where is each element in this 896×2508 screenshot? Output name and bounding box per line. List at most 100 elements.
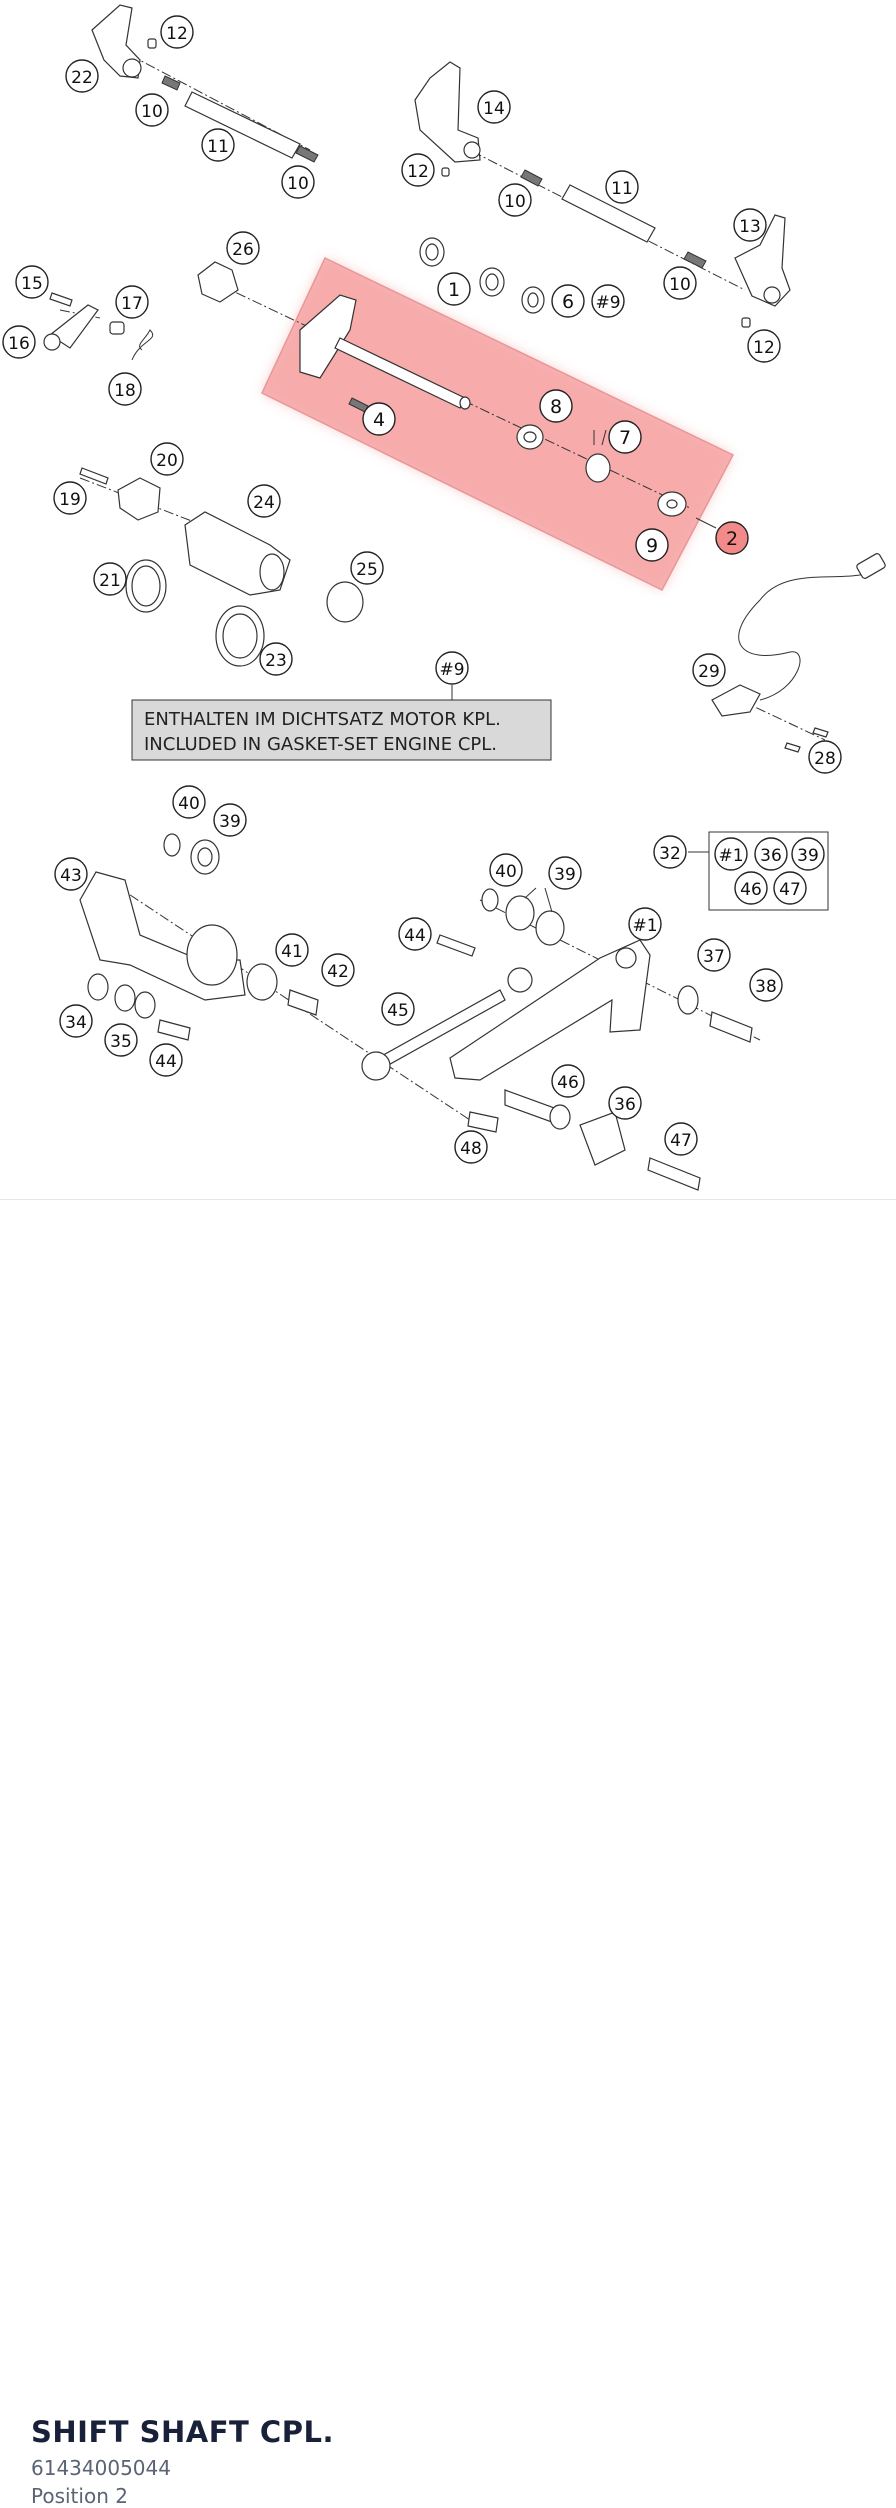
callout-46a[interactable]: 46 xyxy=(734,871,768,905)
callout-circle xyxy=(362,402,396,436)
callout-circle xyxy=(747,329,781,363)
callout-h9a[interactable]: #9 xyxy=(591,284,625,318)
spring-7 xyxy=(585,429,611,483)
callout-circle xyxy=(437,272,471,306)
callout-45[interactable]: 45 xyxy=(381,992,415,1026)
callout-label: 39 xyxy=(554,865,576,885)
callout-41[interactable]: 41 xyxy=(275,933,309,967)
callout-10a[interactable]: 10 xyxy=(135,93,169,127)
callout-label: 42 xyxy=(327,962,349,982)
callout-23[interactable]: 23 xyxy=(259,642,293,676)
highlighted-assembly-shift-shaft[interactable] xyxy=(261,256,735,591)
callout-label: 43 xyxy=(60,866,82,886)
callout-label: 41 xyxy=(281,942,303,962)
callout-34[interactable]: 34 xyxy=(59,1004,93,1038)
callout-17[interactable]: 17 xyxy=(115,285,149,319)
callout-24[interactable]: 24 xyxy=(247,484,281,518)
shift-drum-24 xyxy=(184,511,291,596)
shift-lever-16 xyxy=(43,304,99,351)
callout-25[interactable]: 25 xyxy=(350,551,384,585)
callout-label: 9 xyxy=(646,535,658,557)
callout-22[interactable]: 22 xyxy=(65,59,99,93)
callout-10c[interactable]: 10 xyxy=(498,183,532,217)
bushing-17 xyxy=(109,321,125,335)
callout-circle xyxy=(213,803,247,837)
callout-10b[interactable]: 10 xyxy=(281,165,315,199)
callout-32[interactable]: 32 xyxy=(653,835,687,869)
callout-36a[interactable]: 36 xyxy=(754,837,788,871)
spring-10b xyxy=(295,145,319,163)
callout-circle xyxy=(773,871,807,905)
callout-12c[interactable]: 12 xyxy=(747,329,781,363)
callout-40a[interactable]: 40 xyxy=(172,785,206,819)
callout-36b[interactable]: 36 xyxy=(608,1086,642,1120)
callout-18[interactable]: 18 xyxy=(108,372,142,406)
callout-39b[interactable]: 39 xyxy=(548,856,582,890)
screw-47 xyxy=(647,1157,701,1191)
callout-42[interactable]: 42 xyxy=(321,953,355,987)
callout-h9b[interactable]: #9 xyxy=(435,651,469,685)
callout-14[interactable]: 14 xyxy=(477,90,511,124)
part-number: 61434005044 xyxy=(31,2456,171,2480)
callout-10d[interactable]: 10 xyxy=(663,266,697,300)
callout-circle xyxy=(608,1086,642,1120)
callout-7[interactable]: 7 xyxy=(608,420,642,454)
callout-circle xyxy=(115,285,149,319)
callout-39a[interactable]: 39 xyxy=(213,803,247,837)
callout-29[interactable]: 29 xyxy=(692,653,726,687)
callout-47a[interactable]: 47 xyxy=(773,871,807,905)
bearing-39b xyxy=(505,887,565,946)
callout-46b[interactable]: 46 xyxy=(551,1064,585,1098)
fork-rail-11b xyxy=(561,184,656,243)
callout-circle xyxy=(551,284,585,318)
callout-19[interactable]: 19 xyxy=(53,481,87,515)
callout-circle xyxy=(749,968,783,1002)
callout-circle xyxy=(259,642,293,676)
callout-layer: 1222101110141210111310122616#91516171848… xyxy=(2,15,842,1164)
callout-h1b[interactable]: #1 xyxy=(628,907,662,941)
callout-label: 25 xyxy=(356,560,378,580)
callout-8[interactable]: 8 xyxy=(539,389,573,423)
callout-39c[interactable]: 39 xyxy=(791,837,825,871)
callout-circle xyxy=(628,907,662,941)
callout-37[interactable]: 37 xyxy=(697,938,731,972)
callout-21[interactable]: 21 xyxy=(93,562,127,596)
callout-12b[interactable]: 12 xyxy=(401,153,435,187)
washers-35 xyxy=(114,984,156,1019)
callout-40b[interactable]: 40 xyxy=(489,853,523,887)
callout-35[interactable]: 35 xyxy=(104,1023,138,1057)
callout-label: #1 xyxy=(718,846,743,866)
callout-4[interactable]: 4 xyxy=(362,402,396,436)
callout-44b[interactable]: 44 xyxy=(149,1043,183,1077)
callout-44a[interactable]: 44 xyxy=(398,917,432,951)
callout-28[interactable]: 28 xyxy=(808,740,842,774)
callout-26[interactable]: 26 xyxy=(226,231,260,265)
callout-label: 47 xyxy=(779,880,801,900)
callout-38[interactable]: 38 xyxy=(749,968,783,1002)
callout-11a[interactable]: 11 xyxy=(201,128,235,162)
callout-11b[interactable]: 11 xyxy=(605,170,639,204)
callout-label: 10 xyxy=(141,102,163,122)
callout-circle xyxy=(2,325,36,359)
callout-label: #9 xyxy=(595,293,620,313)
callout-15[interactable]: 15 xyxy=(15,265,49,299)
callout-43[interactable]: 43 xyxy=(54,857,88,891)
callout-48[interactable]: 48 xyxy=(454,1130,488,1164)
callout-1[interactable]: 1 xyxy=(437,272,471,306)
callout-20[interactable]: 20 xyxy=(150,442,184,476)
callout-13[interactable]: 13 xyxy=(733,208,767,242)
callout-label: 11 xyxy=(207,137,229,157)
callout-47b[interactable]: 47 xyxy=(664,1122,698,1156)
callout-circle xyxy=(715,521,749,555)
callout-circle xyxy=(548,856,582,890)
callout-h1a[interactable]: #1 xyxy=(714,837,748,871)
callout-12a[interactable]: 12 xyxy=(160,15,194,49)
callout-label: 40 xyxy=(495,862,517,882)
callout-6[interactable]: 6 xyxy=(551,284,585,318)
callout-2[interactable]: 2 xyxy=(715,521,749,555)
callout-circle xyxy=(608,420,642,454)
shift-lever-bracket-43 xyxy=(79,871,246,1001)
callout-16[interactable]: 16 xyxy=(2,325,36,359)
callout-9[interactable]: 9 xyxy=(635,528,669,562)
callout-circle xyxy=(398,917,432,951)
